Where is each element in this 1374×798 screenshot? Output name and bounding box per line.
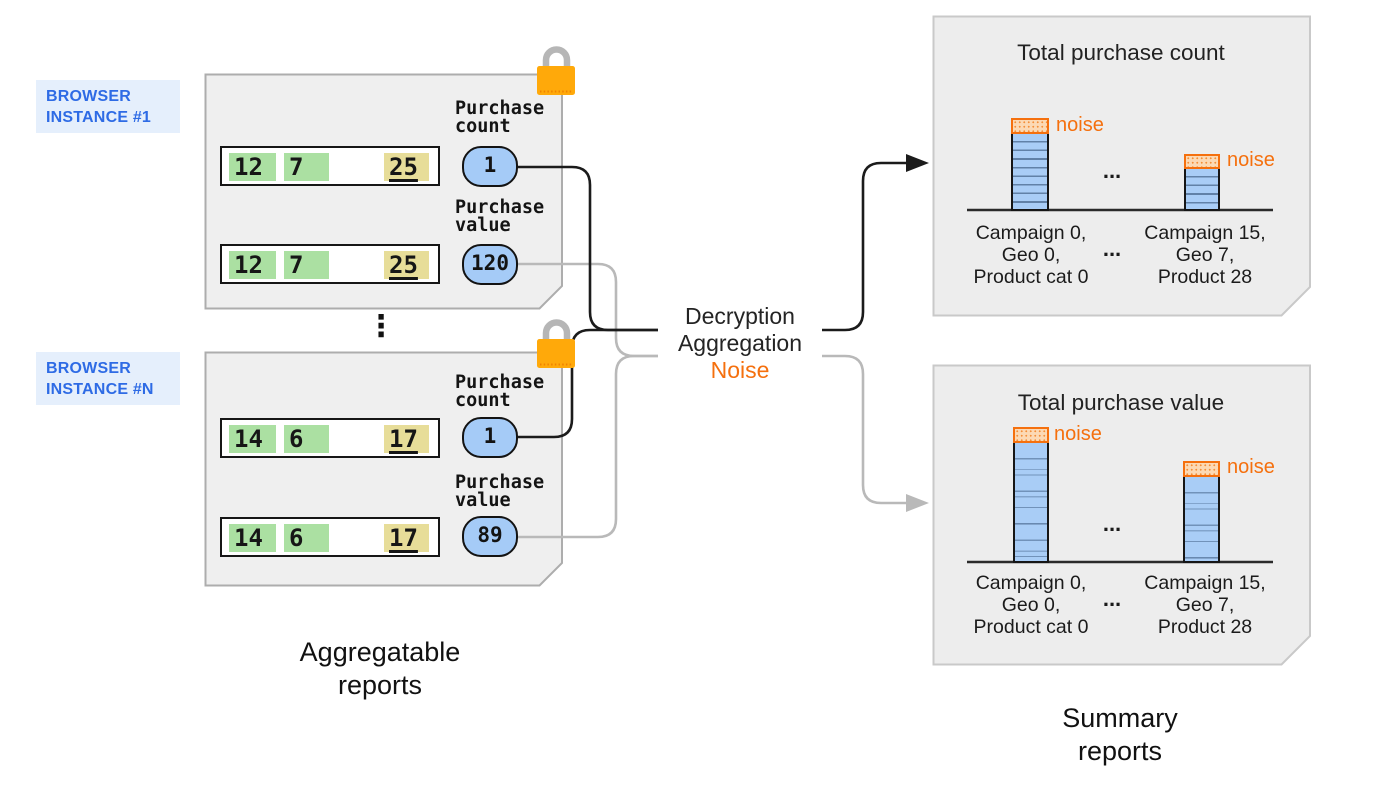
label-line: Geo 0,	[1001, 244, 1061, 266]
browser-label-line: BROWSER	[46, 360, 131, 377]
bar-value-1	[1013, 441, 1049, 563]
vector-sum-value: 17	[384, 524, 429, 552]
bar-count-1	[1011, 132, 1049, 211]
purchase-count-pill: 1	[462, 417, 518, 458]
vector-sum-value: 25	[384, 153, 429, 181]
purchase-count-pill: 1	[462, 146, 518, 187]
aggregatable-reports-caption: Aggregatable reports	[230, 636, 530, 702]
lock-icon	[537, 46, 575, 95]
vector-sum-value: 17	[384, 425, 429, 453]
gray-arrow-icon	[906, 494, 929, 512]
purchase-count-label: Purchase count	[455, 98, 545, 137]
purchase-value-pill: 120	[462, 244, 518, 285]
label-line: count	[455, 390, 511, 411]
label-line: Purchase	[455, 197, 545, 218]
vector-sum-value: 25	[384, 251, 429, 279]
process-step-decryption: Decryption	[685, 303, 795, 329]
lock-icon	[537, 319, 575, 368]
summary-reports-caption: Summary reports	[970, 702, 1270, 768]
label-line: Purchase	[455, 472, 545, 493]
vector-value: 6	[284, 524, 329, 552]
vector-value: 14	[229, 524, 276, 552]
process-steps: Decryption Aggregation Noise	[650, 303, 830, 384]
label-line: value	[455, 490, 511, 511]
noise-segment	[1184, 154, 1220, 169]
noise-annotation: noise	[1227, 456, 1275, 478]
browser-label-line: INSTANCE #N	[46, 381, 154, 398]
caption-line: Aggregatable	[299, 637, 461, 667]
chart-title-count: Total purchase count	[1017, 40, 1225, 65]
purchase-count-label: Purchase count	[455, 372, 545, 411]
labels-ellipsis: ...	[1102, 236, 1122, 261]
report-vector-row: 12 7 25	[220, 244, 440, 284]
vector-value: 14	[229, 425, 276, 453]
label-line: Geo 7,	[1175, 244, 1235, 266]
count-flow-connectors	[517, 161, 906, 439]
vector-value: 12	[229, 251, 276, 279]
bar-count-2	[1184, 167, 1220, 211]
noise-annotation: noise	[1227, 149, 1275, 171]
chart-title-value: Total purchase value	[1017, 390, 1225, 415]
vector-value: 6	[284, 425, 329, 453]
bars-ellipsis: ...	[1102, 511, 1122, 536]
noise-segment	[1183, 461, 1220, 477]
value-flow-connectors	[517, 262, 906, 539]
caption-line: reports	[1077, 736, 1163, 766]
label-line: Campaign 0,	[975, 572, 1087, 594]
browser-label-line: BROWSER	[46, 88, 131, 105]
noise-segment	[1011, 118, 1049, 134]
label-line: count	[455, 116, 511, 137]
label-line: Campaign 0,	[975, 222, 1087, 244]
purchase-value-label: Purchase value	[455, 197, 545, 236]
x-axis-label: Campaign 15, Geo 7, Product 28	[1120, 222, 1290, 288]
label-line: Campaign 15,	[1144, 572, 1266, 594]
caption-line: Summary	[1062, 703, 1178, 733]
x-axis-label: Campaign 15, Geo 7, Product 28	[1120, 572, 1290, 638]
noise-annotation: noise	[1056, 114, 1104, 136]
vector-value: 7	[284, 153, 329, 181]
label-line: Geo 7,	[1175, 594, 1235, 616]
report-vector-row: 12 7 25	[220, 146, 440, 186]
report-vector-row: 14 6 17	[220, 418, 440, 458]
summary-report-card-count	[932, 15, 1311, 317]
process-step-aggregation: Aggregation	[677, 330, 803, 356]
process-step-noise: Noise	[710, 357, 770, 383]
browser-instance-n-label: BROWSER INSTANCE #N	[36, 352, 180, 405]
black-arrow-icon	[906, 154, 929, 172]
labels-ellipsis: ...	[1102, 586, 1122, 611]
label-line: Geo 0,	[1001, 594, 1061, 616]
vector-value: 7	[284, 251, 329, 279]
label-line: Purchase	[455, 98, 545, 119]
vector-value: 12	[229, 153, 276, 181]
vertical-ellipsis: ⋮	[366, 309, 396, 344]
x-axis-label: Campaign 0, Geo 0, Product cat 0	[946, 222, 1116, 288]
label-line: Product 28	[1157, 266, 1253, 288]
label-line: Product cat 0	[973, 616, 1089, 638]
purchase-value-pill: 89	[462, 516, 518, 557]
x-axis-label: Campaign 0, Geo 0, Product cat 0	[946, 572, 1116, 638]
bar-value-2	[1183, 475, 1220, 563]
noise-annotation: noise	[1054, 423, 1102, 445]
label-line: Purchase	[455, 372, 545, 393]
bars-ellipsis: ...	[1102, 158, 1122, 183]
label-line: value	[455, 215, 511, 236]
caption-line: reports	[337, 670, 423, 700]
report-vector-row: 14 6 17	[220, 517, 440, 557]
label-line: Campaign 15,	[1144, 222, 1266, 244]
label-line: Product cat 0	[973, 266, 1089, 288]
label-line: Product 28	[1157, 616, 1253, 638]
purchase-value-label: Purchase value	[455, 472, 545, 511]
browser-instance-1-label: BROWSER INSTANCE #1	[36, 80, 180, 133]
browser-label-line: INSTANCE #1	[46, 109, 152, 126]
noise-segment	[1013, 427, 1049, 443]
